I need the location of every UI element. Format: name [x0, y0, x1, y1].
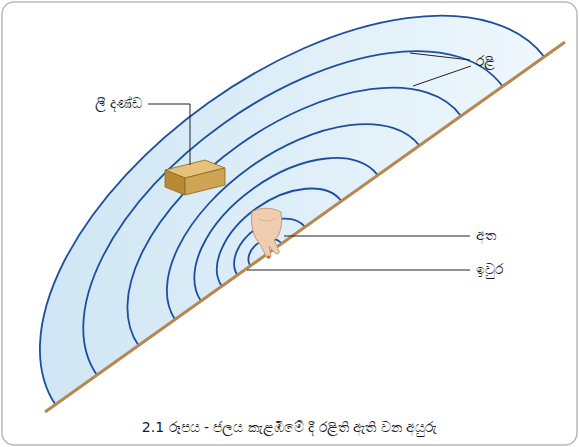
hand [251, 208, 281, 258]
bank-label: ඉවුර [476, 261, 503, 279]
waves-label: රළි [476, 53, 495, 71]
leader-lines [148, 53, 471, 270]
hand-label: අත [476, 227, 496, 245]
bank-line [45, 42, 565, 412]
wooden-stick-label: ලී දණ්ඩ [95, 95, 142, 113]
figure-caption: 2.1 රූපය - ජලය කැළඹීමේ දී රළිති ඇති වන අ… [142, 419, 437, 437]
wave-arcs [40, 16, 544, 405]
water-area [40, 16, 544, 405]
wooden-block [165, 160, 225, 195]
